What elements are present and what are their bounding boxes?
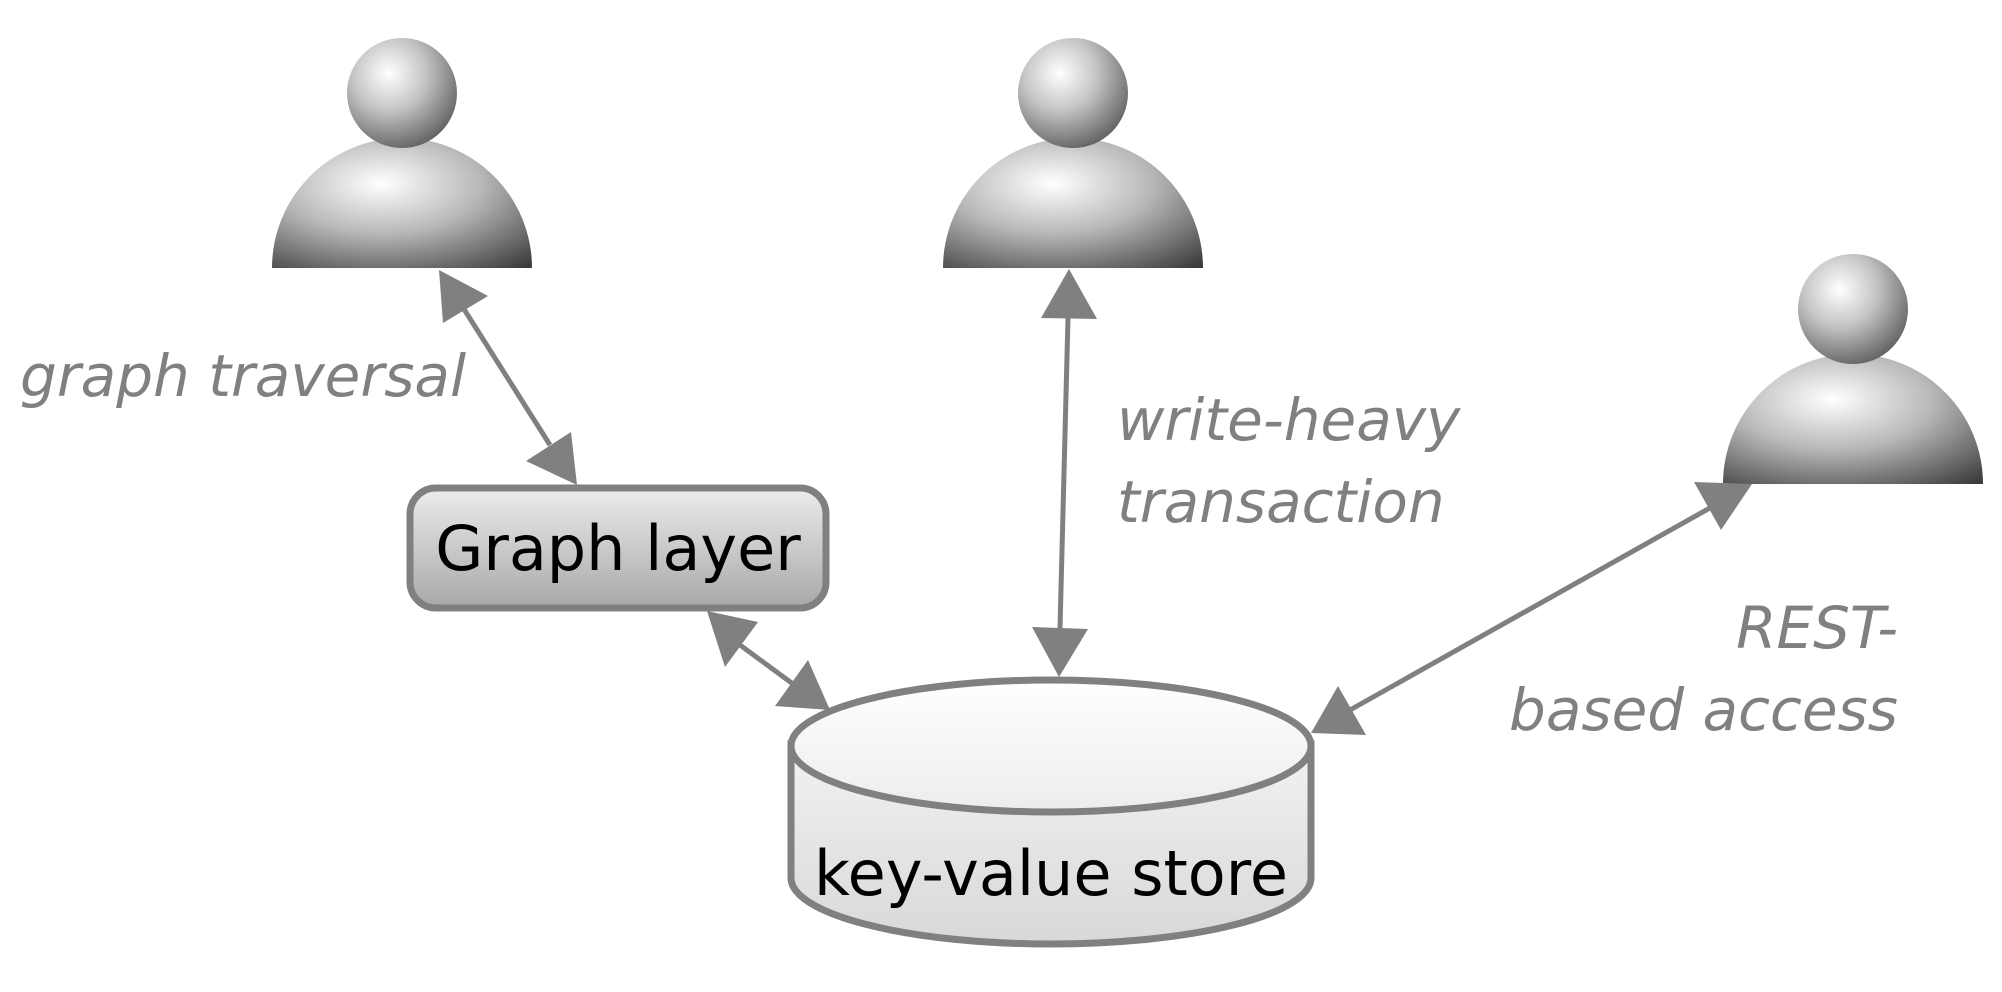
graph-layer-node: Graph layer [406, 484, 830, 612]
edge-rest-access [1311, 482, 1752, 735]
label-rest: REST- [1736, 594, 1898, 662]
edge-graph-to-store [707, 611, 830, 710]
label-transaction: transaction [1117, 468, 1445, 536]
user-body [943, 138, 1203, 268]
edge-write-heavy-transaction [1032, 269, 1097, 677]
arrowhead [526, 432, 577, 485]
edge-graph-traversal [439, 270, 577, 485]
user-icon [1723, 254, 1983, 484]
user-body [1723, 354, 1983, 484]
label-write-heavy: write-heavy [1117, 386, 1461, 454]
graph-layer-label: Graph layer [435, 512, 801, 585]
arrowhead [439, 270, 488, 323]
key-value-store-node: key-value store [787, 676, 1315, 948]
arrowhead [1694, 482, 1752, 530]
arrowhead [707, 611, 758, 667]
label-graph-traversal: graph traversal [20, 342, 466, 410]
arrowhead [775, 660, 830, 710]
label-based-access: based access [1509, 676, 1898, 744]
arrowhead [1032, 627, 1088, 677]
user-body [272, 138, 532, 268]
user-head [1018, 38, 1128, 148]
arrowhead [1311, 686, 1366, 735]
key-value-store-label: key-value store [814, 837, 1288, 910]
user-head [347, 38, 457, 148]
user-icon [943, 38, 1203, 268]
user-head [1798, 254, 1908, 364]
user-icon [272, 38, 532, 268]
arrowhead [1041, 269, 1097, 319]
